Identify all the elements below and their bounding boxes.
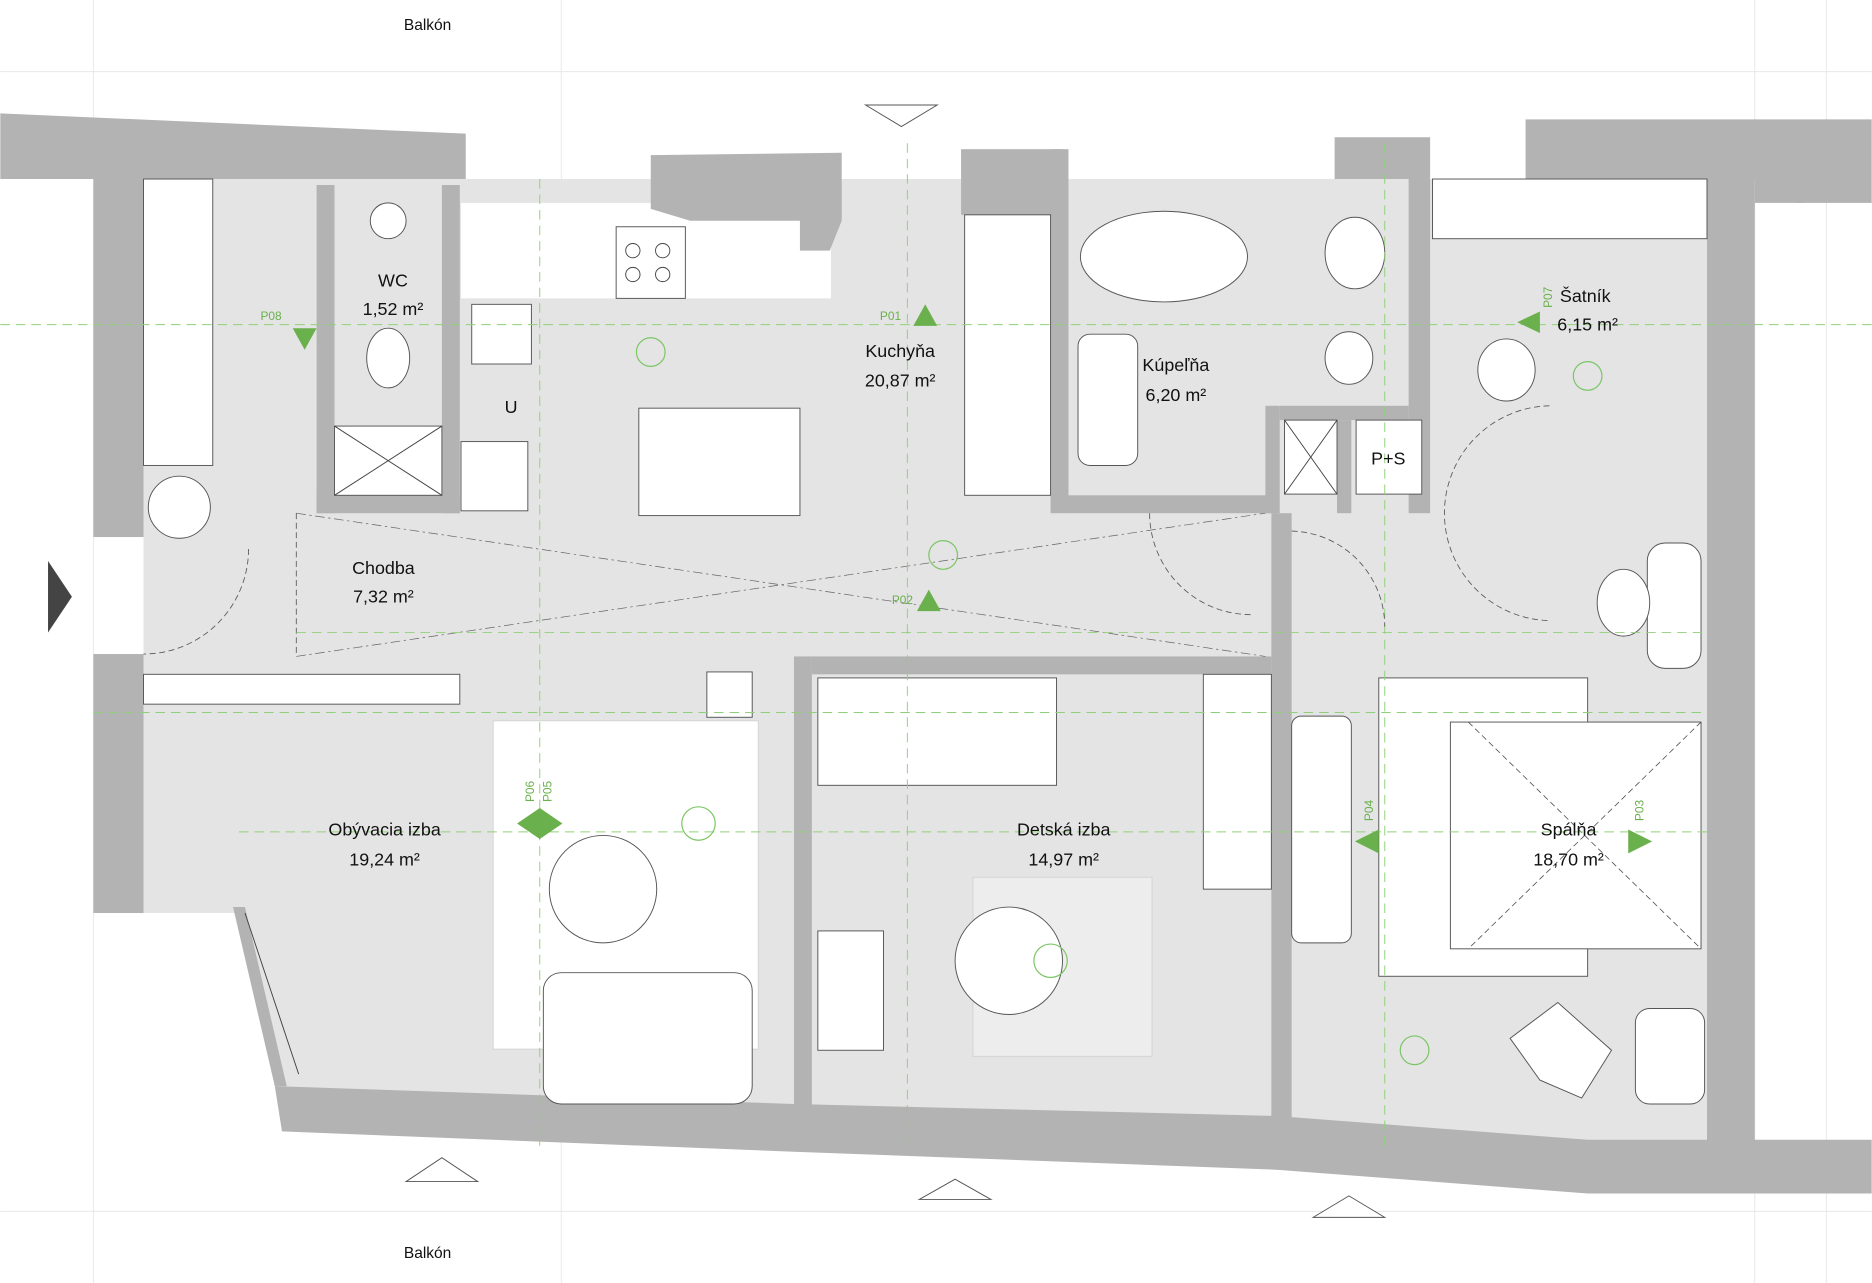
room-area-wardrobe: 6,15 m² [1557, 315, 1618, 335]
room-area-bedroom: 18,70 m² [1533, 849, 1604, 869]
view-marker-p04-icon[interactable] [1354, 829, 1379, 854]
room-name-wardrobe: Šatník [1560, 285, 1611, 306]
elevation-marker-icon [917, 1178, 993, 1200]
view-marker-p01-icon[interactable] [913, 304, 938, 326]
room-name-living: Obývacia izba [328, 819, 440, 839]
view-marker-p05-p06-icon[interactable] [517, 807, 563, 840]
room-area-wc: 1,52 m² [363, 299, 424, 319]
entrance-arrow-icon [48, 560, 72, 633]
view-label-p07: P07 [1541, 286, 1555, 308]
north-orientation-marker-icon [863, 104, 939, 128]
room-area-living: 19,24 m² [349, 849, 420, 869]
room-area-kids: 14,97 m² [1028, 849, 1099, 869]
room-name-kitchen: Kuchyňa [865, 341, 935, 361]
room-name-kids: Detská izba [1017, 819, 1111, 839]
balcony-label-top: Balkón [404, 17, 451, 34]
room-name-bedroom: Spálňa [1541, 819, 1597, 839]
washer-dryer-label: P+S [1371, 448, 1405, 468]
view-marker-p03-icon[interactable] [1628, 829, 1653, 854]
room-name-wc: WC [378, 270, 408, 290]
view-label-p04: P04 [1362, 800, 1376, 822]
room-area-kitchen: 20,87 m² [865, 371, 936, 391]
view-label-p08: P08 [260, 309, 282, 323]
balcony-label-bottom: Balkón [404, 1245, 451, 1262]
view-label-p05: P05 [541, 780, 555, 802]
guide-lines [0, 143, 1872, 1146]
view-marker-p08-icon[interactable] [292, 328, 317, 350]
room-name-hallway: Chodba [352, 558, 415, 578]
room-area-bathroom: 6,20 m² [1146, 385, 1207, 405]
view-label-p02: P02 [892, 593, 914, 607]
view-marker-p07-icon[interactable] [1517, 311, 1540, 333]
furniture [143, 178, 1708, 1105]
room-area-hallway: 7,32 m² [353, 587, 414, 607]
view-marker-p02-icon[interactable] [916, 589, 941, 612]
elevation-marker-icon [404, 1157, 480, 1183]
room-name-bathroom: Kúpeľňa [1142, 355, 1209, 375]
utility-label: U [505, 397, 518, 417]
elevation-marker-icon [1311, 1195, 1387, 1218]
view-label-p03: P03 [1633, 800, 1647, 822]
person-figures [635, 337, 1603, 1066]
view-label-p01: P01 [880, 309, 902, 323]
view-label-p06: P06 [523, 780, 537, 802]
walls [0, 113, 1872, 1194]
